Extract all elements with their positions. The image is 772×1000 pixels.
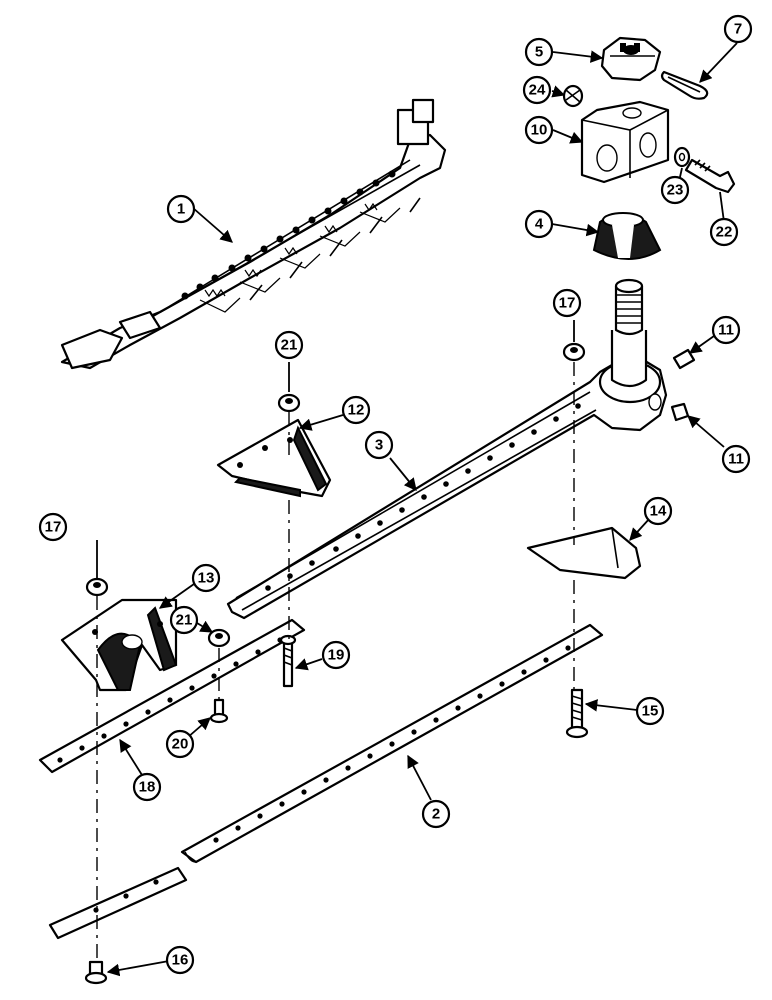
callout-21-top: 21 xyxy=(274,330,304,360)
callout-label: 19 xyxy=(328,647,345,664)
block-part xyxy=(580,100,670,184)
callout-14: 14 xyxy=(643,496,673,526)
callout-label: 11 xyxy=(728,451,744,468)
callout-label: 7 xyxy=(734,21,742,38)
callout-label: 3 xyxy=(375,437,383,454)
nut-part xyxy=(85,342,586,597)
sickle-assembly-part xyxy=(60,98,447,370)
callout-10: 10 xyxy=(524,115,554,145)
callout-label: 4 xyxy=(535,216,544,233)
plate-part xyxy=(526,526,642,580)
knife-section-part xyxy=(216,418,332,498)
callout-label: 16 xyxy=(172,952,189,969)
callout-label: 14 xyxy=(650,503,667,520)
callout-12: 12 xyxy=(341,395,371,425)
pitman-arm-part xyxy=(226,278,668,620)
short-bar-part xyxy=(38,618,306,774)
castle-nut-part xyxy=(600,36,662,82)
callout-label: 17 xyxy=(559,295,576,312)
callout-15: 15 xyxy=(635,696,665,726)
callout-label: 13 xyxy=(198,570,215,587)
nut-part xyxy=(207,393,301,648)
callout-17-right: 17 xyxy=(552,288,582,318)
grease-fitting-part xyxy=(670,348,696,422)
callout-label: 1 xyxy=(177,201,185,218)
callout-label: 22 xyxy=(716,224,733,241)
small-nut-part xyxy=(562,84,584,108)
bolt-part xyxy=(84,634,589,985)
callout-19: 19 xyxy=(321,640,351,670)
callout-label: 21 xyxy=(176,612,193,629)
callout-13: 13 xyxy=(191,563,221,593)
callout-label: 11 xyxy=(718,322,734,339)
callout-22: 22 xyxy=(709,217,739,247)
callout-label: 17 xyxy=(45,519,62,536)
callout-16: 16 xyxy=(165,945,195,975)
callout-17-left: 17 xyxy=(38,512,68,542)
callout-label: 24 xyxy=(529,82,546,99)
cone-bushing-part xyxy=(592,212,662,260)
callout-label: 10 xyxy=(531,122,548,139)
callout-label: 15 xyxy=(642,703,659,720)
callout-21-bottom: 21 xyxy=(169,605,199,635)
long-bar-part xyxy=(48,623,604,940)
callout-11-bottom: 11 xyxy=(721,444,751,474)
washer-part xyxy=(673,146,691,168)
callout-20: 20 xyxy=(165,729,195,759)
alignment-lines xyxy=(96,362,575,960)
callout-label: 5 xyxy=(535,44,543,61)
callout-2: 2 xyxy=(421,799,451,829)
callout-11-top: 11 xyxy=(711,315,741,345)
callout-label: 2 xyxy=(432,806,440,823)
leader-lines xyxy=(96,42,738,977)
callout-1: 1 xyxy=(166,194,196,224)
callout-18: 18 xyxy=(132,772,162,802)
bolt-part xyxy=(684,158,736,194)
callout-4: 4 xyxy=(524,209,554,239)
callout-label: 12 xyxy=(348,402,365,419)
callout-24: 24 xyxy=(522,75,552,105)
callout-23: 23 xyxy=(660,175,690,205)
callout-label: 20 xyxy=(172,736,189,753)
callout-5: 5 xyxy=(524,37,554,67)
callout-label: 23 xyxy=(667,182,684,199)
callout-7: 7 xyxy=(723,14,753,44)
callout-label: 18 xyxy=(139,779,156,796)
callout-3: 3 xyxy=(364,430,394,460)
guard-plate-part xyxy=(60,598,178,692)
cotter-pin-part xyxy=(660,70,709,100)
callout-label: 21 xyxy=(281,337,298,354)
